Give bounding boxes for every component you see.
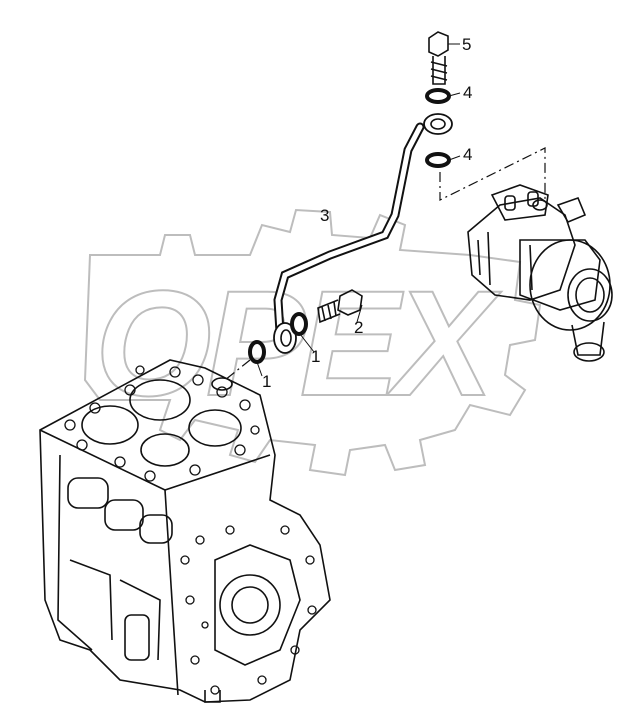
- washer-lower: [425, 152, 451, 168]
- gear-housing: [214, 544, 301, 666]
- callout-4-upper: 4: [463, 83, 473, 102]
- crankcase-web: [69, 559, 161, 661]
- block-leader-line: [224, 359, 251, 381]
- bolt-thread: [430, 61, 448, 81]
- housing-bolt-holes: [180, 525, 317, 695]
- turbo-bearing-housing: [519, 239, 601, 311]
- callout-5: 5: [462, 35, 472, 54]
- turbocharger: [467, 184, 613, 362]
- bolt-thread: [321, 301, 337, 322]
- watermark-text: OPEX: [95, 259, 502, 427]
- banjo-bolt-upper: [428, 31, 449, 85]
- oil-pipe-inner: [275, 124, 423, 335]
- upper-banjo-eye: [423, 113, 453, 135]
- callout-4-lower: 4: [463, 145, 473, 164]
- turbo-actuator: [556, 196, 587, 224]
- turbo-compressor-inlet-inner: [575, 277, 605, 313]
- block-foot: [204, 690, 221, 703]
- turbo-oil-inlet: [532, 199, 548, 211]
- washer-upper: [425, 88, 451, 104]
- block-side-window: [139, 514, 173, 544]
- block-oil-port: [211, 377, 233, 391]
- block-side-window: [67, 477, 109, 509]
- turbo-flange-bolt: [504, 195, 516, 211]
- washer-block-side: [290, 312, 308, 336]
- callout-3: 3: [320, 206, 330, 225]
- assembly-leader-line: [439, 147, 546, 201]
- engine-block: [39, 359, 331, 703]
- upper-banjo-eye-hole: [430, 118, 446, 130]
- callout-leaders: [256, 43, 461, 377]
- bolt-head: [428, 31, 449, 57]
- engine-block-side-edge: [57, 454, 93, 651]
- block-side-window: [104, 499, 144, 531]
- turbo-flange: [490, 184, 549, 221]
- cylinder-bore: [81, 405, 139, 445]
- turbo-outlet-end: [573, 342, 605, 362]
- callout-1-left: 1: [262, 372, 272, 391]
- turbo-turbine-housing: [467, 197, 576, 301]
- deck-bolt-holes: [64, 365, 260, 482]
- bolt-head: [337, 289, 363, 316]
- cylinder-bore: [129, 379, 191, 421]
- lower-banjo-eye-hole: [280, 329, 292, 347]
- oil-feed-pipe: [273, 113, 453, 354]
- engine-block-outline: [39, 359, 331, 703]
- turbo-outlet-pipe: [571, 321, 605, 356]
- callout-1-right: 1: [311, 347, 321, 366]
- gear-housing-bore-inner: [231, 586, 269, 624]
- watermark: OPEX: [83, 208, 542, 477]
- lower-banjo-eye: [273, 322, 297, 354]
- engine-block-front-edge: [164, 489, 179, 696]
- cylinder-bore: [140, 433, 190, 467]
- cylinder-bore: [188, 409, 242, 447]
- banjo-bolt-lower: [317, 289, 363, 324]
- turbo-detail: [477, 231, 533, 291]
- turbo-compressor-inlet: [567, 268, 613, 322]
- oil-filter-mount: [124, 614, 150, 661]
- gear-housing-bore: [219, 574, 281, 636]
- callout-2: 2: [354, 318, 364, 337]
